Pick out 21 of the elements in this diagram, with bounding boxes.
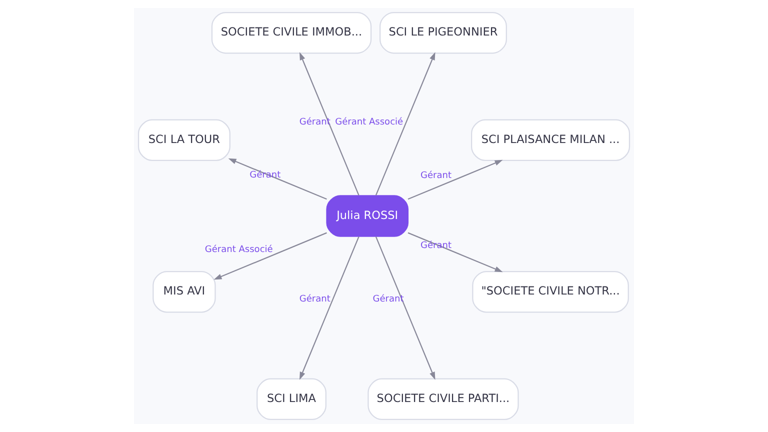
arrow — [299, 236, 360, 380]
arrow — [408, 160, 503, 200]
node-box: Julia ROSSI — [326, 195, 409, 237]
arrow — [228, 158, 327, 200]
edge-label: Gérant Associé — [204, 244, 273, 255]
node-box: SCI LA TOUR — [138, 119, 230, 161]
arrow — [214, 232, 327, 280]
arrow — [375, 236, 436, 380]
node-box: SCI LE PIGEONNIER — [380, 12, 507, 54]
node-box: SCI LIMA — [256, 378, 326, 420]
edge-label: Gérant — [420, 171, 452, 182]
arrow — [408, 232, 503, 272]
arrow — [299, 52, 360, 196]
edge-label: Gérant Associé — [335, 117, 404, 128]
node-box: MIS AVI — [152, 271, 216, 313]
arrow — [375, 52, 436, 196]
node-box: SOCIETE CIVILE IMMOB... — [211, 12, 372, 54]
edge-label: Gérant — [299, 294, 330, 305]
node-box: "SOCIETE CIVILE NOTR... — [472, 271, 629, 313]
node-box: SCI PLAISANCE MILAN ... — [471, 119, 630, 161]
node-box: SOCIETE CIVILE PARTI... — [368, 378, 519, 420]
